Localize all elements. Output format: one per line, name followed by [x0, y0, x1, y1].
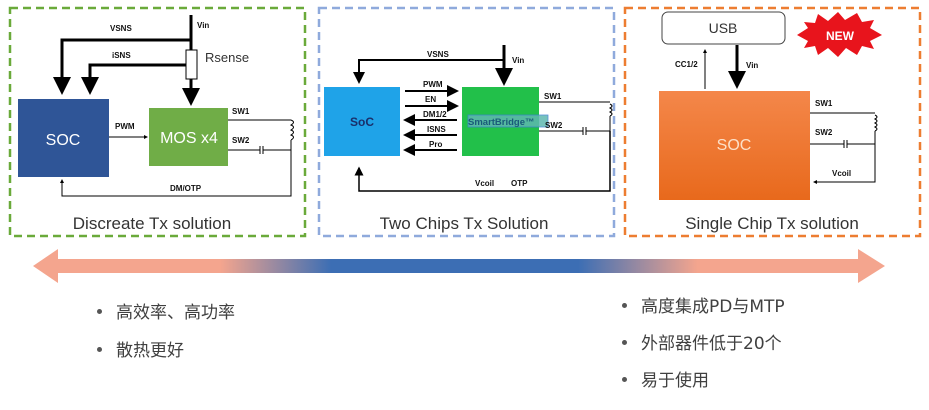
panel-single-chip: USB CC1/2 Vin NEW SOC SW1 SW2 Vcoil Sing…	[623, 6, 922, 238]
bullet-dot	[97, 308, 102, 314]
soc-label: SoC	[350, 115, 374, 129]
bullet-text: 易于使用	[641, 371, 709, 391]
en-label: EN	[425, 95, 436, 104]
cc-label: CC1/2	[675, 60, 698, 69]
rsense-label: Rsense	[205, 50, 249, 65]
panel-discrete: Vin VSNS Rsense iSNS SOC PWM MOS x4 SW1 …	[8, 6, 307, 238]
mos-block	[149, 108, 228, 166]
panel-two-chip: Vin VSNS SoC SmartBridge™ PWM EN DM1/2 I…	[317, 6, 616, 238]
bullet-dot	[97, 346, 102, 352]
panel-title: Two Chips Tx Solution	[380, 214, 549, 233]
soc-block	[18, 99, 109, 177]
sw1-label: SW1	[815, 99, 833, 108]
left-bullet: 高效率、高功率	[97, 298, 235, 323]
coil-icon	[873, 114, 878, 132]
dm-otp-line	[60, 150, 292, 197]
right-bullet: 高度集成PD与MTP	[622, 292, 785, 317]
pro-label: Pro	[429, 140, 442, 149]
right-bullet: 外部器件低于20个	[622, 329, 782, 354]
dm-label: DM1/2	[423, 110, 447, 119]
soc-label: SOC	[717, 137, 752, 154]
bullet-dot	[622, 339, 627, 345]
pwm-label: PWM	[423, 80, 443, 89]
capacitor-icon	[586, 116, 611, 132]
new-badge-label: NEW	[826, 29, 855, 43]
sw1-label: SW1	[232, 107, 250, 116]
left-bullet: 散热更好	[97, 336, 184, 361]
bullet-dot	[622, 302, 627, 308]
isns-label: ISNS	[427, 125, 446, 134]
soc-label: SOC	[46, 132, 81, 149]
usb-block	[661, 11, 786, 45]
otp-label: OTP	[511, 179, 528, 188]
vsns-label: VSNS	[110, 24, 132, 33]
sw2-label: SW2	[232, 136, 250, 145]
spectrum-arrow	[33, 249, 885, 283]
feedback-line	[354, 131, 611, 192]
vsns-line	[353, 59, 504, 84]
soc-block	[659, 91, 810, 200]
bullet-text: 散热更好	[116, 341, 184, 361]
panel-title: Discreate Tx solution	[73, 214, 231, 233]
smartbridge-label-box	[467, 114, 549, 128]
coil-icon	[608, 103, 613, 117]
vsns-label: VSNS	[427, 50, 449, 59]
new-badge	[797, 12, 882, 57]
right-bullet: 易于使用	[622, 366, 709, 391]
pwm-label: PWM	[115, 122, 135, 131]
vin-label: Vin	[746, 61, 758, 70]
vcoil-label: Vcoil	[475, 179, 494, 188]
capacitor-icon	[263, 140, 292, 151]
vin-label: Vin	[512, 56, 524, 65]
vcoil-line	[813, 144, 876, 184]
soc-block	[324, 87, 400, 156]
double-arrow-shape	[33, 249, 885, 283]
bullet-text: 高效率、高功率	[116, 303, 235, 323]
sw1-label: SW1	[544, 92, 562, 101]
panel-title: Single Chip Tx solution	[685, 214, 859, 233]
panel-border	[317, 6, 616, 238]
diagram-canvas: Vin VSNS Rsense iSNS SOC PWM MOS x4 SW1 …	[8, 6, 922, 238]
mos-label: MOS x4	[160, 130, 218, 147]
rsense-resistor	[185, 49, 198, 80]
smartbridge-label: SmartBridge™	[468, 117, 535, 128]
bullet-text: 外部器件低于20个	[641, 334, 782, 354]
capacitor-icon	[847, 131, 876, 145]
vin-label: Vin	[197, 21, 209, 30]
coil-icon	[289, 119, 294, 141]
panel-border	[8, 6, 307, 238]
dm-otp-label: DM/OTP	[170, 184, 202, 193]
bullet-dot	[622, 376, 627, 382]
sw2-label: SW2	[815, 128, 833, 137]
vsns-line	[53, 38, 191, 95]
vcoil-label: Vcoil	[832, 169, 851, 178]
isns-line	[81, 63, 186, 95]
isns-label: iSNS	[112, 51, 131, 60]
usb-label: USB	[709, 20, 738, 36]
sw2-label: SW2	[545, 121, 563, 130]
panel-border	[623, 6, 922, 238]
bullet-text: 高度集成PD与MTP	[641, 297, 785, 317]
